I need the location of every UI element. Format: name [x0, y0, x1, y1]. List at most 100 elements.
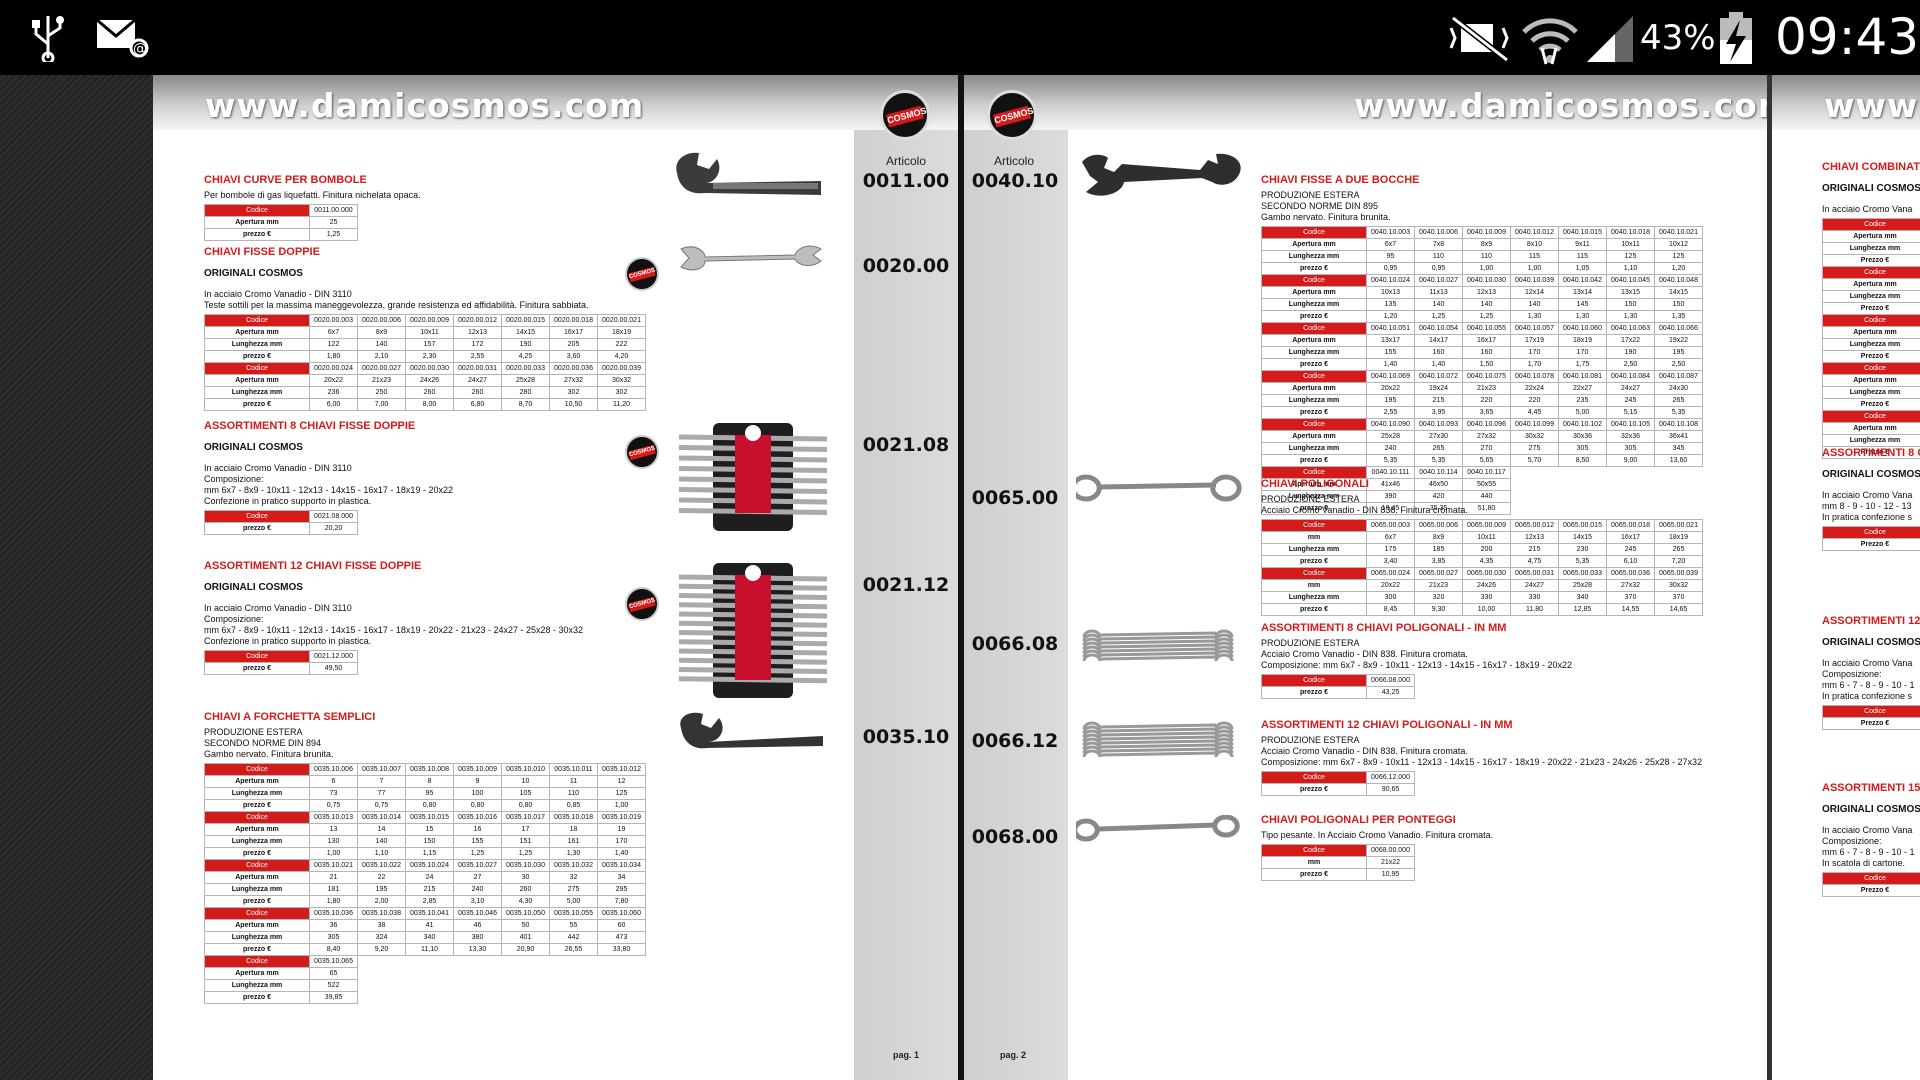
section-description: In acciaio Cromo Vanadio - DIN 3110 Comp… [204, 463, 453, 506]
table-row: Apertura mm [1822, 326, 1920, 339]
table-cell: 77 [357, 787, 406, 800]
table-cell: 11,10 [405, 943, 454, 956]
table-cell: 65 [309, 967, 358, 980]
table-cell: 36 [309, 919, 358, 932]
section-subtitle: ORIGINALI COSMOS [1822, 183, 1920, 194]
double-head-wrench-image [1082, 153, 1241, 196]
row-label: Apertura mm [1822, 374, 1920, 387]
cosmos-logo: COSMOS [625, 587, 659, 621]
table-cell: 0035.10.027 [453, 859, 502, 872]
page-banner: www.damicosmos.com [964, 75, 1767, 130]
table-cell: 1,00 [1510, 262, 1559, 275]
table-cell: 11,80 [1510, 603, 1559, 616]
table-cell: 0040.10.087 [1654, 370, 1703, 383]
table-cell: 195 [357, 883, 406, 896]
table-cell: 2,50 [1606, 358, 1655, 371]
table-cell: 0035.10.019 [597, 811, 646, 824]
section-description: Per bombole di gas liquefatti. Finitura … [204, 190, 421, 200]
table-row: Apertura mm [1822, 422, 1920, 435]
table-cell: 0040.10.108 [1654, 418, 1703, 431]
table-cell: 34 [597, 871, 646, 884]
table-cell: 12x13 [1462, 286, 1511, 299]
table-cell: 130 [309, 835, 358, 848]
table-cell: 32 [549, 871, 598, 884]
section-subtitle: ORIGINALI COSMOS [204, 442, 303, 453]
table-cell: 2,55 [1366, 406, 1415, 419]
row-label: prezzo € [204, 350, 310, 363]
pdf-reader-view[interactable]: www.damicosmos.com COSMOS Articolo pag. … [0, 75, 1920, 1080]
table-cell: 16 [453, 823, 502, 836]
table-cell: 25 [309, 216, 358, 229]
table-row: Prezzo € [1822, 446, 1920, 459]
table-cell: 1,20 [1366, 310, 1415, 323]
row-label: Codice [1822, 266, 1920, 279]
table-cell: 0040.10.117 [1462, 466, 1511, 479]
table-cell: 1,30 [1510, 310, 1559, 323]
table-cell: 0065.00.021 [1654, 519, 1703, 532]
table-cell: 26,55 [549, 943, 598, 956]
row-label: Apertura mm [204, 871, 310, 884]
table-row: Lunghezza mm [1822, 386, 1920, 399]
table-cell: 19x22 [1654, 334, 1703, 347]
catalog-page-1[interactable]: www.damicosmos.com COSMOS Articolo pag. … [153, 75, 958, 1080]
table-cell: 0035.10.055 [549, 907, 598, 920]
table-cell: 236 [309, 386, 358, 399]
row-label: Prezzo € [1822, 254, 1920, 267]
table-cell: 260 [501, 883, 550, 896]
row-label: Lunghezza mm [1261, 543, 1367, 556]
table-cell: 46 [453, 919, 502, 932]
table-cell: 0040.10.054 [1414, 322, 1463, 335]
table-cell: 13x17 [1366, 334, 1415, 347]
table-cell: 160 [1462, 346, 1511, 359]
page-banner: www.d [1772, 75, 1920, 130]
table-row: Prezzo € [1822, 350, 1920, 363]
table-cell: 170 [1510, 346, 1559, 359]
table-cell: 260 [405, 386, 454, 399]
table-cell: 0065.00.027 [1414, 567, 1463, 580]
table-cell: 473 [597, 931, 646, 944]
code-column [964, 130, 1068, 1080]
table-cell: 24 [405, 871, 454, 884]
table-cell: 38 [357, 919, 406, 932]
row-label: prezzo € [204, 398, 310, 411]
table-cell: 0040.10.021 [1654, 226, 1703, 239]
table-cell: 0040.10.009 [1462, 226, 1511, 239]
row-label: prezzo € [1261, 358, 1367, 371]
table-cell: 0035.10.046 [453, 907, 502, 920]
table-cell: 24x27 [1606, 382, 1655, 395]
row-label: prezzo € [1261, 555, 1367, 568]
table-cell: 0035.10.036 [309, 907, 358, 920]
table-cell: 0035.10.018 [549, 811, 598, 824]
row-label: Apertura mm [204, 919, 310, 932]
table-cell: 0035.10.024 [405, 859, 454, 872]
catalog-page-2[interactable]: www.damicosmos.com COSMOS Articolo pag. … [964, 75, 1767, 1080]
table-cell: 0065.00.015 [1558, 519, 1607, 532]
table-row: Codice [1822, 872, 1920, 885]
row-label: Codice [204, 811, 310, 824]
table-cell: 5,00 [549, 895, 598, 908]
table-cell: 12x14 [1510, 286, 1559, 299]
table-cell: 14x17 [1414, 334, 1463, 347]
single-open-wrench-image [680, 712, 823, 749]
row-label: prezzo € [1261, 454, 1367, 467]
table-cell: 30x36 [1558, 430, 1607, 443]
row-label: Lunghezza mm [204, 883, 310, 896]
table-cell: 0065.00.036 [1606, 567, 1655, 580]
table-cell: 1,80 [309, 350, 358, 363]
row-label: Codice [1822, 872, 1920, 885]
